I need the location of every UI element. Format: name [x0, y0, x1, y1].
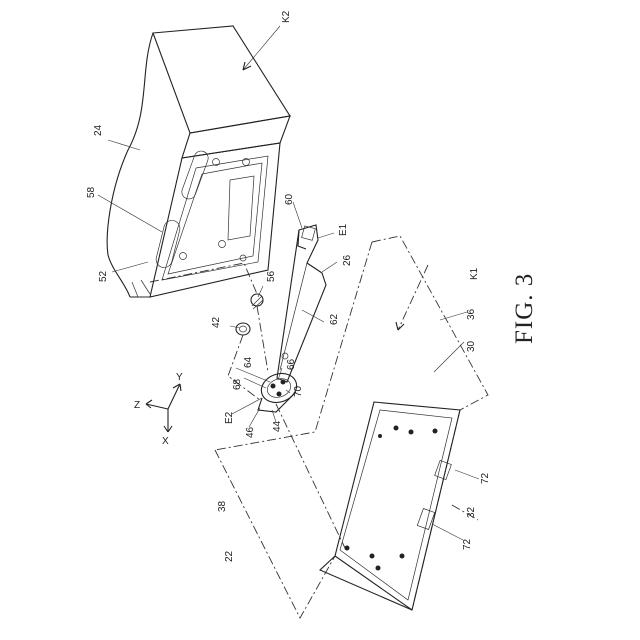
ref-56: 56	[266, 270, 277, 282]
ref-26: 26	[342, 254, 353, 266]
ref-32: 32	[466, 506, 477, 518]
axis-label-y: Y	[176, 372, 183, 383]
ref-30: 30	[466, 340, 477, 352]
figure-caption: FIG. 3	[511, 168, 551, 288]
ref-38: 38	[217, 500, 228, 512]
figure-label: FIG. 3	[511, 273, 539, 344]
ref-22: 22	[224, 550, 235, 562]
ref-72-upper: 72	[480, 472, 491, 484]
ref-62: 62	[329, 313, 340, 325]
ref-e2: E2	[224, 411, 235, 424]
axis-label-x: X	[162, 436, 169, 447]
ref-72-lower: 72	[462, 538, 473, 550]
ref-k2: K2	[281, 10, 292, 23]
ref-46: 46	[245, 426, 256, 438]
ref-42: 42	[211, 316, 222, 328]
upper-housing-24	[107, 26, 290, 297]
ref-68: 68	[232, 378, 243, 390]
ref-64: 64	[243, 356, 254, 368]
ref-44: 44	[272, 420, 283, 432]
ref-k1: K1	[469, 267, 480, 280]
ref-60: 60	[284, 193, 295, 205]
ref-70: 70	[293, 385, 304, 397]
ref-e1: E1	[338, 223, 349, 236]
ref-24: 24	[93, 124, 104, 136]
axis-label-z: Z	[134, 400, 140, 411]
ref-58: 58	[86, 186, 97, 198]
ref-52: 52	[98, 270, 109, 282]
axis-triad: Z Y X	[134, 372, 183, 447]
ref-66: 66	[286, 358, 297, 370]
ref-36: 36	[466, 308, 477, 320]
leader-lines	[98, 26, 479, 540]
reference-numerals: K2 24 58 52 60 E1 26 56 62 K1 36 30 42 6…	[86, 10, 491, 562]
